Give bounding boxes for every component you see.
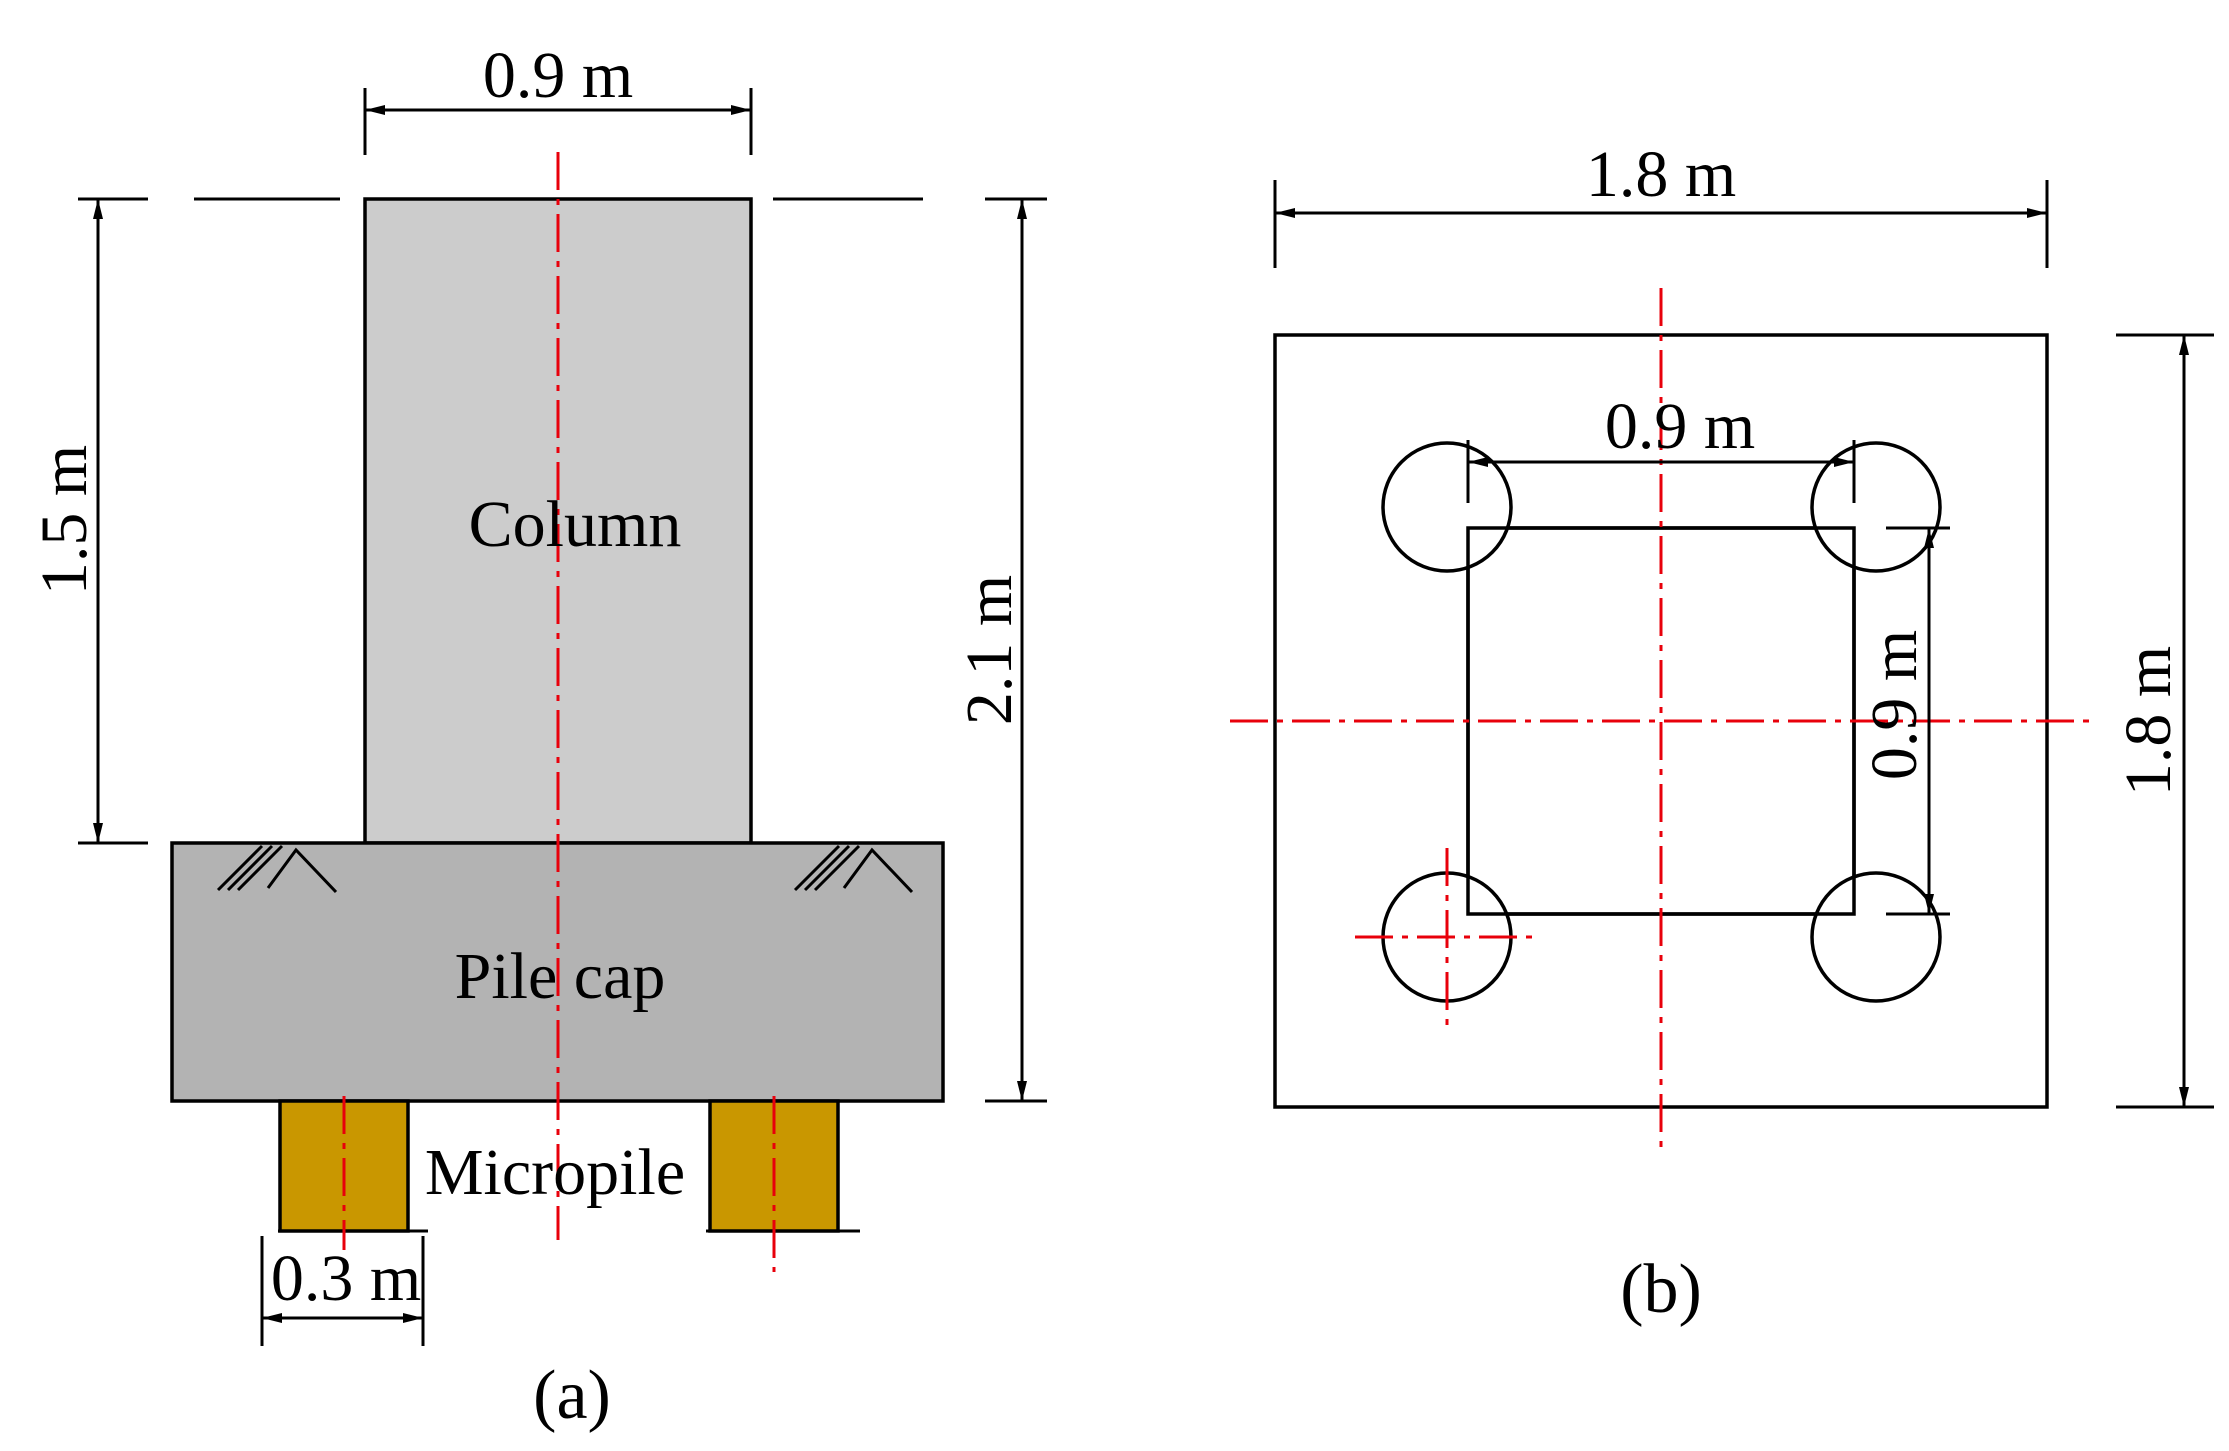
- soil-hatch-right: [793, 844, 914, 894]
- dim-label-pile-width: 0.3 m: [271, 1242, 421, 1315]
- dim-label-pile-spacing-x: 0.9 m: [1605, 390, 1755, 463]
- soil-hatch-left: [216, 844, 338, 894]
- dim-label-pile-spacing-y: 0.9 m: [1858, 630, 1931, 780]
- dim-label-total-height: 2.1 m: [953, 575, 1026, 725]
- caption-b: (b): [1620, 1251, 1702, 1328]
- panel-b-plan: 1.8 m 1.8 m 0.9 m 0.9 m (b): [1230, 138, 2214, 1328]
- plan-pile-top-left: [1381, 441, 1513, 573]
- label-column: Column: [469, 488, 682, 561]
- panel-a-elevation: 0.9 m 1.5 m 2.1 m 0.3 m Column Pile cap …: [28, 39, 1047, 1434]
- dim-label-cap-height: 1.8 m: [2112, 646, 2185, 796]
- dim-label-cap-width: 1.8 m: [1586, 138, 1736, 211]
- dim-label-column-width: 0.9 m: [483, 39, 633, 112]
- label-pile-cap: Pile cap: [455, 940, 666, 1013]
- plan-pile-bottom-right: [1810, 871, 1942, 1003]
- dim-label-column-height: 1.5 m: [28, 445, 101, 595]
- label-micropile: Micropile: [425, 1136, 685, 1209]
- plan-pile-top-right: [1810, 441, 1942, 573]
- caption-a: (a): [533, 1357, 611, 1434]
